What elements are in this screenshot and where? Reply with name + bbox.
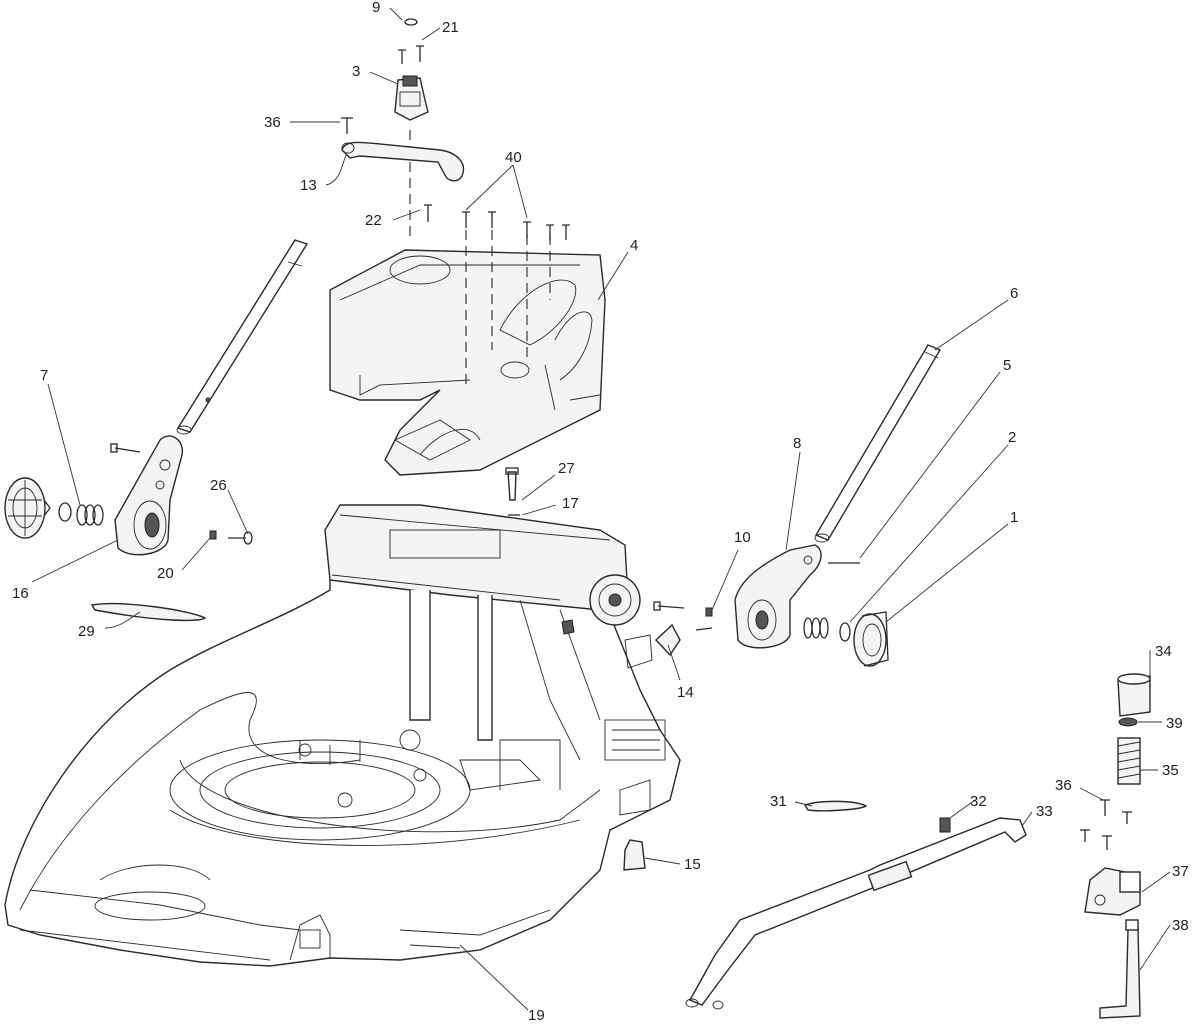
callout-6: 6 xyxy=(1010,285,1018,302)
callout-8: 8 xyxy=(793,435,801,452)
callout-34: 34 xyxy=(1155,643,1172,660)
cap-34 xyxy=(1117,673,1151,717)
callout-32: 32 xyxy=(970,793,987,810)
callout-35: 35 xyxy=(1162,762,1179,779)
callout-26: 26 xyxy=(210,477,227,494)
callout-29: 29 xyxy=(78,623,95,640)
callout-20: 20 xyxy=(157,565,174,582)
bolt-27-pin-17 xyxy=(505,467,520,516)
mower-deck xyxy=(4,559,681,967)
knob-right xyxy=(853,611,889,667)
clip-9 xyxy=(404,18,418,26)
grip-32 xyxy=(939,817,951,833)
callout-2: 2 xyxy=(1008,429,1016,446)
lever-base-37 xyxy=(1084,867,1141,916)
callout-38: 38 xyxy=(1172,917,1189,934)
callout-14: 14 xyxy=(677,684,694,701)
knob-left xyxy=(4,477,51,539)
callout-3: 3 xyxy=(352,63,360,80)
handle-bracket-right xyxy=(734,544,822,649)
handle-bar xyxy=(341,141,465,182)
callout-7: 7 xyxy=(40,367,48,384)
callout-4: 4 xyxy=(630,237,638,254)
callout-1: 1 xyxy=(1010,509,1018,526)
bolt-left xyxy=(110,443,141,453)
spring-washer-right xyxy=(803,617,851,642)
handle-bracket-left xyxy=(114,435,184,556)
spring-7 xyxy=(58,502,104,526)
callout-36-top: 36 xyxy=(264,114,281,131)
callout-10: 10 xyxy=(734,529,751,546)
upper-handle-right xyxy=(814,344,942,543)
upper-handle-left xyxy=(176,239,309,435)
screws-22-40 xyxy=(424,204,570,240)
height-adjust-rod xyxy=(685,817,1027,1010)
callout-40: 40 xyxy=(505,149,522,166)
callout-13: 13 xyxy=(300,177,317,194)
clip-15 xyxy=(623,839,646,871)
callout-33: 33 xyxy=(1036,803,1053,820)
callout-22: 22 xyxy=(365,212,382,229)
callout-16: 16 xyxy=(12,585,29,602)
bolt-26-nut-20 xyxy=(209,530,253,545)
lever-38 xyxy=(1099,919,1141,1019)
deck-handle-housing xyxy=(324,504,653,761)
callout-31: 31 xyxy=(770,793,787,810)
o-ring-39 xyxy=(1118,717,1138,727)
callout-21: 21 xyxy=(442,19,459,36)
callout-19: 19 xyxy=(528,1007,545,1024)
switch-box xyxy=(394,75,429,121)
bolt-right-10 xyxy=(653,601,713,631)
gasket-29 xyxy=(90,602,207,622)
screws-21 xyxy=(398,45,424,64)
callout-37: 37 xyxy=(1172,863,1189,880)
callout-5: 5 xyxy=(1003,357,1011,374)
screw-36-top xyxy=(341,117,353,134)
callout-17: 17 xyxy=(562,495,579,512)
callout-15: 15 xyxy=(684,856,701,873)
screws-36-right xyxy=(1080,799,1132,850)
callout-39: 39 xyxy=(1166,715,1183,732)
plate-31 xyxy=(803,800,868,812)
callout-27: 27 xyxy=(558,460,575,477)
spring-35 xyxy=(1117,737,1141,785)
callout-9: 9 xyxy=(372,0,380,16)
grass-catcher-frame xyxy=(329,249,606,476)
clip-14 xyxy=(655,623,681,657)
leader-lines xyxy=(31,7,1171,1011)
callout-36-right: 36 xyxy=(1055,777,1072,794)
callout-labels: 9 21 3 36 13 40 22 4 6 5 2 7 8 1 27 17 2… xyxy=(12,0,1189,1024)
